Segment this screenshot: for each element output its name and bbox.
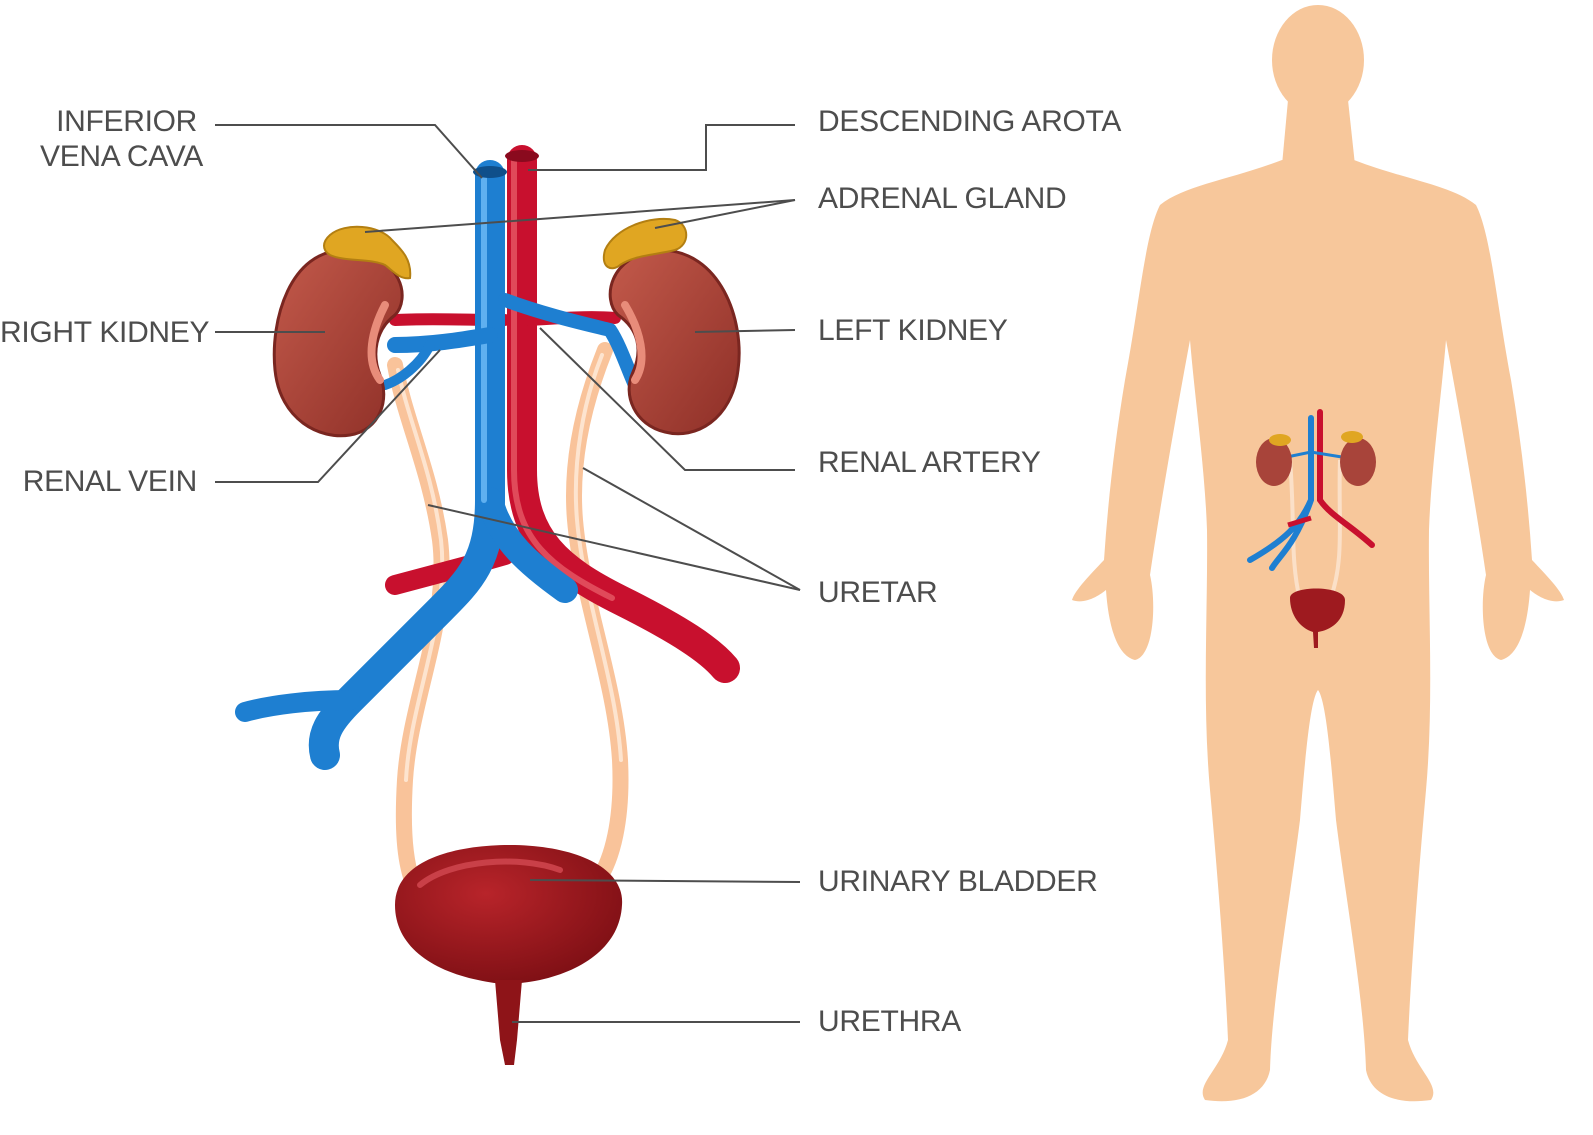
label-renal-vein: RENAL VEIN [20,464,197,499]
leader-adrenal-gland-left [655,200,795,228]
label-urethra: URETHRA [818,1004,961,1039]
label-renal-artery: RENAL ARTERY [818,445,1041,480]
human-body-silhouette [1072,5,1564,1101]
label-left-kidney: LEFT KIDNEY [818,313,1008,348]
label-urinary-bladder: URINARY BLADDER [818,864,1097,899]
label-uretar: URETAR [818,575,937,610]
leader-uretar-right [583,468,800,590]
label-right-kidney: RIGHT KIDNEY [0,315,197,350]
label-inferior-vena-cava-line1: INFERIOR [40,104,197,139]
label-inferior-vena-cava: INFERIOR VENA CAVA [40,104,197,174]
leader-inferior-vena-cava [215,125,482,178]
label-adrenal-gland: ADRENAL GLAND [818,181,1066,216]
leader-descending-aorta [528,125,795,170]
label-inferior-vena-cava-line2: VENA CAVA [40,139,197,174]
leader-adrenal-gland-right [365,200,795,232]
right-kidney [274,250,402,436]
left-kidney [610,250,739,434]
urinary-bladder [395,845,622,984]
label-descending-aorta: DESCENDING AROTA [818,104,1121,139]
